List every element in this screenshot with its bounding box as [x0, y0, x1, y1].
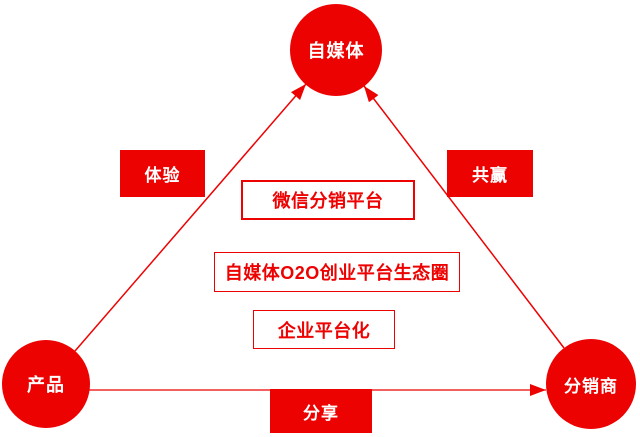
edge-label-experience-text: 体验: [144, 166, 181, 185]
edge-label-share: 分享: [270, 389, 372, 433]
center-box-enterprise-platformization: 企业平台化: [253, 310, 395, 349]
node-product: 产品: [2, 340, 90, 428]
edge-product-to-selfmedia: [74, 83, 307, 352]
edge-label-experience: 体验: [120, 150, 205, 197]
center-box-o2o-ecosystem-text: 自媒体O2O创业平台生态圈: [224, 263, 450, 283]
node-distributor-label: 分销商: [564, 376, 618, 396]
center-box-enterprise-platformization-text: 企业平台化: [277, 320, 371, 341]
node-self-media: 自媒体: [290, 4, 382, 96]
edge-label-win-win: 共赢: [447, 150, 533, 197]
edge-label-win-win-text: 共赢: [472, 166, 508, 185]
edge-distributor-to-selfmedia: [363, 85, 565, 349]
center-box-wechat-distribution-platform-text: 微信分销平台: [272, 191, 384, 211]
node-self-media-label: 自媒体: [307, 41, 365, 61]
node-distributor: 分销商: [546, 339, 636, 429]
edge-label-share-text: 分享: [303, 403, 339, 423]
center-box-o2o-ecosystem: 自媒体O2O创业平台生态圈: [214, 252, 460, 292]
center-box-wechat-distribution-platform: 微信分销平台: [241, 180, 415, 220]
node-product-label: 产品: [27, 375, 65, 395]
